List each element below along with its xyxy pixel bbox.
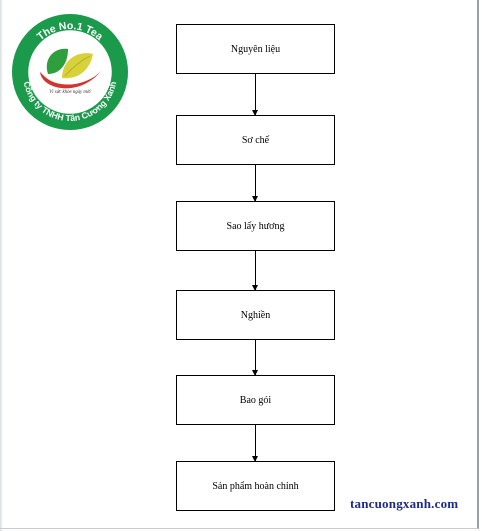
step-san-pham-hoan-chinh: Sản phẩm hoàn chỉnh	[176, 461, 335, 511]
arrow-down-icon	[252, 425, 258, 462]
logo-tagline: Vì sức khỏe ngày mới	[49, 90, 91, 95]
arrow-down-icon	[252, 74, 258, 116]
step-so-che: Sơ chế	[176, 115, 335, 165]
company-logo: The No.1 Tea Công ty TNHH Tân Cương Xanh…	[12, 14, 128, 130]
window-left-edge	[0, 0, 3, 531]
step-nghien: Nghiền	[176, 290, 335, 340]
arrow-down-icon	[252, 165, 258, 202]
step-sao-lay-huong: Sao lấy hương	[176, 201, 335, 251]
website-link[interactable]: tancuongxanh.com	[350, 496, 459, 511]
swoosh-icon	[40, 70, 102, 89]
step-bao-goi: Bao gói	[176, 375, 335, 425]
tea-leaf-icon	[46, 48, 93, 79]
arrow-down-icon	[252, 340, 258, 376]
step-nguyen-lieu: Nguyên liệu	[176, 24, 335, 74]
arrow-down-icon	[252, 251, 258, 291]
